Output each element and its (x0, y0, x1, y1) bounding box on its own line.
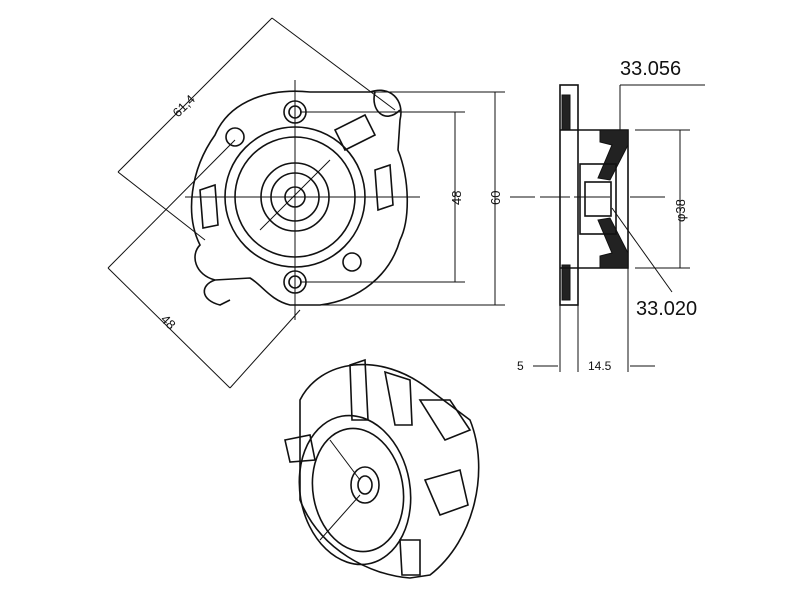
dim-flange: 5 (517, 359, 524, 373)
part-ref-33056: 33.056 (620, 58, 681, 80)
dim-vertical-overall: 60 (488, 191, 503, 205)
section-view (533, 84, 705, 372)
dim-vertical-holes: 48 (449, 191, 464, 205)
dim-diameter: φ38 (673, 199, 688, 222)
dim-depth: 14.5 (588, 359, 612, 373)
part-ref-33020: 33.020 (636, 298, 697, 320)
isometric-view (284, 358, 480, 579)
dim-diagonal-holes: 48 (158, 312, 179, 333)
front-view (107, 17, 535, 389)
